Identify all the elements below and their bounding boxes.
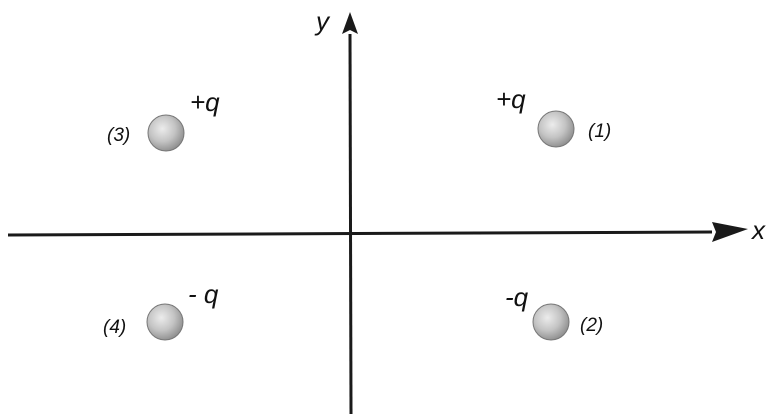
- charge-3-sign: +q: [190, 87, 220, 117]
- charge-3-sphere: [147, 114, 185, 152]
- x-axis: [7, 230, 713, 237]
- charge-2-index: (2): [580, 315, 603, 336]
- charge-1-index: (1): [588, 121, 611, 142]
- charge-2: -q (2): [505, 282, 603, 341]
- charge-2-sign: -q: [505, 282, 529, 312]
- y-axis-label: y: [314, 6, 331, 36]
- charge-4-sphere: [146, 303, 184, 341]
- charge-3-index: (3): [107, 125, 130, 146]
- x-axis-arrowhead: [712, 222, 748, 242]
- x-axis-label: x: [750, 215, 766, 245]
- charge-4-index: (4): [103, 317, 126, 338]
- charge-1: +q (1): [496, 84, 611, 148]
- charge-4-sign: - q: [188, 279, 219, 309]
- charge-1-sign: +q: [496, 84, 526, 114]
- y-axis: [348, 33, 353, 415]
- charge-1-sphere: [537, 110, 575, 148]
- charge-2-sphere: [532, 303, 570, 341]
- charge-4: - q (4): [103, 279, 219, 341]
- y-axis-arrowhead: [342, 12, 358, 34]
- charge-3: +q (3): [107, 87, 220, 152]
